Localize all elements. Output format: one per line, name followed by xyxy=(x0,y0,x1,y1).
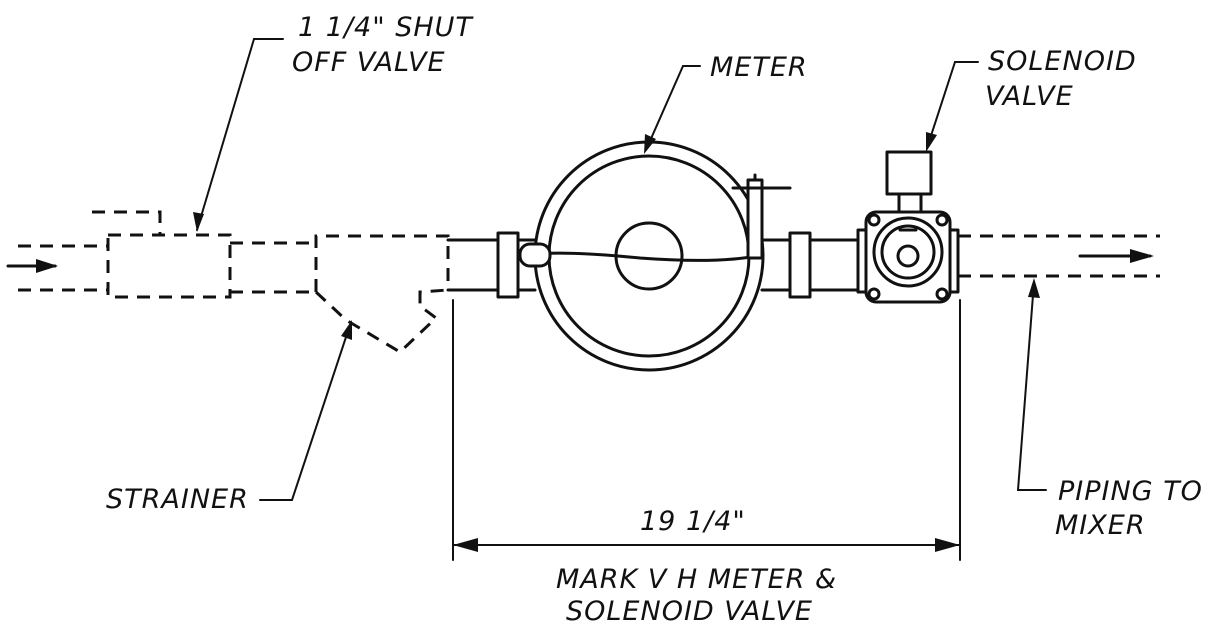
solenoid-valve xyxy=(856,150,960,304)
inlet-pipe xyxy=(18,244,108,292)
leader-strainer xyxy=(259,320,352,501)
shutoff-valve-label-line2: OFF VALVE xyxy=(292,47,446,78)
leader-meter xyxy=(644,65,701,154)
caption-line1: MARK V H METER & xyxy=(556,564,837,595)
outlet-flow-arrow xyxy=(1078,249,1154,263)
leader-solenoid xyxy=(926,61,979,152)
strainer-label: STRAINER xyxy=(106,484,249,515)
solenoid-valve-label-line2: VALVE xyxy=(985,81,1074,112)
pipe-valve-to-strainer xyxy=(230,241,316,294)
dimension-label: 19 1/4" xyxy=(640,506,746,537)
solenoid-valve-label-line1: SOLENOID xyxy=(988,46,1137,77)
caption-line2: SOLENOID VALVE xyxy=(566,596,813,627)
leader-shutoff xyxy=(193,38,284,232)
leader-piping xyxy=(1016,278,1047,491)
outlet-pipe xyxy=(958,234,1160,278)
piping-label-line1: PIPING TO xyxy=(1058,476,1203,507)
meter-label: METER xyxy=(710,52,808,83)
shutoff-valve-label-line1: 1 1/4" SHUT xyxy=(298,12,474,43)
meter xyxy=(518,140,792,372)
piping-label-line2: MIXER xyxy=(1055,510,1146,541)
inlet-flow-arrow xyxy=(6,259,58,273)
pipe-meter-to-solenoid xyxy=(760,231,860,299)
strainer xyxy=(314,234,450,354)
dimension-line xyxy=(452,538,961,552)
dimension-extension-lines xyxy=(452,299,961,561)
shutoff-valve xyxy=(92,210,232,299)
pipe-strainer-to-meter xyxy=(446,231,537,299)
